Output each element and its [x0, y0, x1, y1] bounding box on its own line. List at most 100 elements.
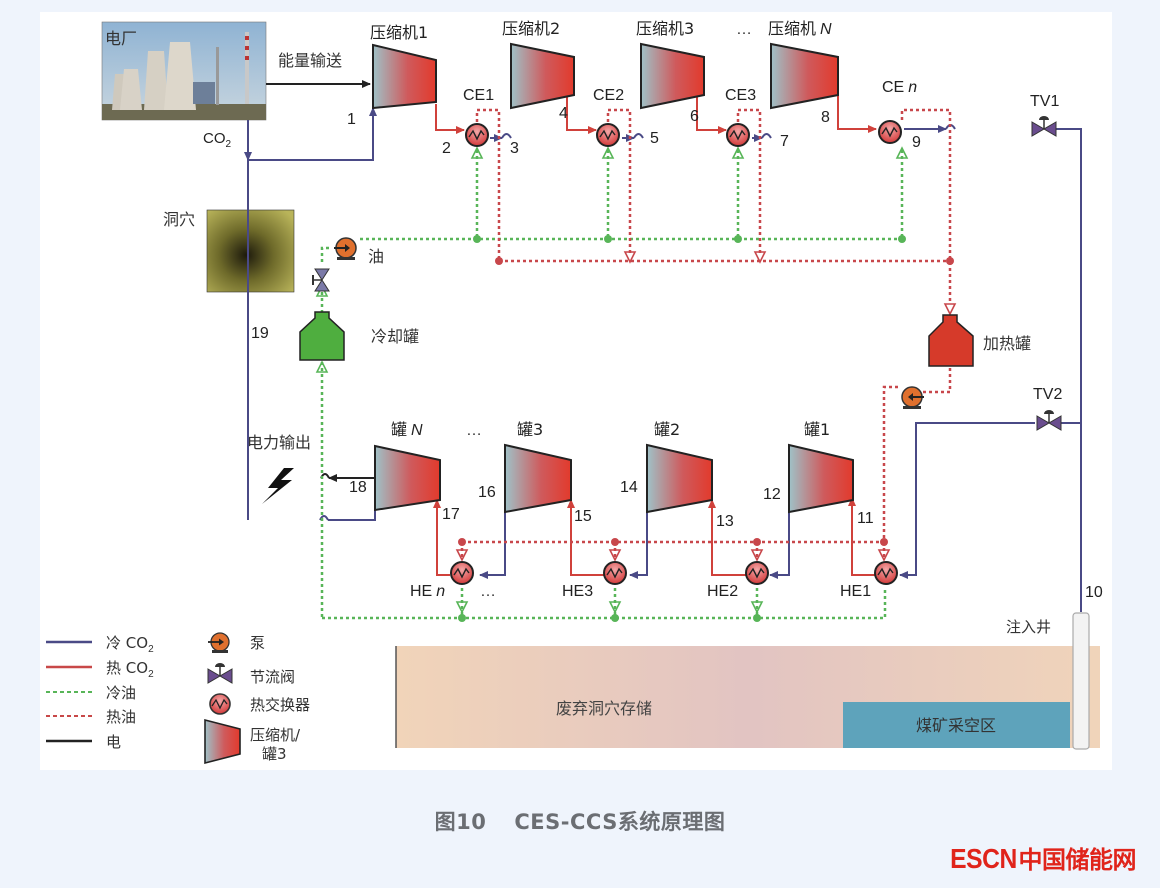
heater-he2[interactable]: HE2: [707, 561, 769, 600]
figure-caption: 图10 CES-CCS系统原理图: [0, 806, 1160, 836]
state-point: 3: [510, 140, 519, 157]
tank-1[interactable]: 罐1: [788, 420, 854, 514]
cooler-ce3-label: CE3: [725, 87, 756, 104]
oil-pump-hot[interactable]: [901, 386, 924, 409]
hot-oil-junctions: [458, 257, 954, 546]
heater-he1-label: HE1: [840, 583, 871, 600]
injection-well-label: 注入井: [1006, 618, 1051, 636]
tank-2[interactable]: 罐2: [646, 420, 713, 514]
figure-title: CES-CCS系统原理图: [514, 810, 726, 834]
tv1-label: TV1: [1030, 93, 1059, 110]
state-points: 1 2 3 4 5 6 7 8 9 10 11 12 13 14 15 16 1…: [251, 105, 1103, 601]
lightning-icon: [262, 468, 294, 504]
cooler-ce2[interactable]: CE2: [593, 87, 624, 147]
svg-text:冷 CO2: 冷 CO2: [106, 634, 154, 655]
heater-he1[interactable]: HE1: [840, 561, 898, 600]
compressor-2[interactable]: 压缩机2: [502, 19, 575, 110]
state-point: 13: [716, 513, 734, 530]
svg-text:节流阀: 节流阀: [250, 668, 295, 686]
legend-item-hot-oil: 热油: [46, 708, 136, 726]
state-point: 15: [574, 508, 592, 525]
heat-exchanger-icon: [209, 693, 231, 715]
heater-he3[interactable]: HE3: [562, 561, 627, 600]
tank-ellipsis: …: [466, 422, 482, 439]
heating-tank-label: 加热罐: [983, 334, 1031, 353]
oil-pump-cold[interactable]: 油: [334, 237, 384, 266]
state-point: 11: [857, 510, 874, 527]
legend-item-hot-co2: 热 CO2: [46, 659, 154, 680]
legend-heat-exchanger: 热交换器: [209, 693, 310, 715]
state-point: 19: [251, 325, 269, 342]
state-point: 9: [912, 134, 921, 151]
oil-label: 油: [368, 247, 384, 266]
legend-pump: 泵: [208, 632, 265, 653]
compressor-icon: [204, 718, 241, 765]
cooler-ce1[interactable]: CE1: [463, 87, 494, 147]
state-point: 12: [763, 486, 781, 503]
compressor-3[interactable]: 压缩机3: [636, 19, 705, 110]
tank-1-label: 罐1: [804, 420, 830, 439]
power-plant-label: 电厂: [105, 29, 137, 48]
power-output: 电力输出: [247, 433, 311, 504]
hot-oil-arrows: [455, 251, 957, 562]
legend-throttle-valve: 节流阀: [207, 663, 295, 686]
coal-goaf-label: 煤矿采空区: [916, 716, 996, 735]
svg-text:热交换器: 热交换器: [250, 696, 310, 714]
coal-goaf: [843, 702, 1070, 748]
power-output-label: 电力输出: [247, 433, 311, 452]
ces-ccs-schematic: 废弃洞穴存储 煤矿采空区 注入井 电厂 洞穴: [46, 19, 1103, 765]
tank-3-label: 罐3: [517, 420, 543, 439]
legend-compressor: 压缩机/ 罐3: [204, 718, 301, 765]
state-point: 10: [1085, 584, 1103, 601]
pump-icon: [208, 632, 230, 653]
heater-he3-label: HE3: [562, 583, 593, 600]
state-point: 8: [821, 109, 830, 126]
cave: 洞穴: [163, 209, 295, 293]
cooler-ce2-label: CE2: [593, 87, 624, 104]
energy-transfer-label: 能量输送: [278, 51, 342, 70]
storage-area: 废弃洞穴存储 煤矿采空区 注入井: [395, 612, 1100, 750]
oil-throttle-valve[interactable]: [312, 268, 330, 292]
cold-oil-arrows: [315, 146, 909, 614]
state-point: 5: [650, 130, 659, 147]
svg-text:罐3: 罐3: [262, 745, 287, 763]
legend-item-cold-co2: 冷 CO2: [46, 634, 154, 655]
diagram-canvas: 废弃洞穴存储 煤矿采空区 注入井 电厂 洞穴: [40, 12, 1112, 770]
state-point: 17: [442, 506, 460, 523]
state-point: 1: [347, 111, 356, 128]
cold-oil-junctions: [458, 235, 906, 622]
throttle-valve-tv1[interactable]: TV1: [1030, 93, 1059, 137]
cooling-tank[interactable]: 冷却罐: [299, 311, 419, 361]
heating-tank[interactable]: 加热罐: [928, 314, 1031, 367]
cooler-ce3[interactable]: CE3: [725, 87, 756, 147]
cooling-tank-label: 冷却罐: [371, 327, 419, 346]
injection-well: [1072, 612, 1090, 750]
svg-text:泵: 泵: [250, 634, 265, 652]
state-point: 4: [559, 105, 568, 122]
logo-latin: ESCN: [949, 843, 1017, 874]
legend: 冷 CO2 热 CO2 冷油 热油 电 泵: [46, 632, 310, 765]
compressor-2-label: 压缩机2: [502, 19, 560, 38]
state-point: 16: [478, 484, 496, 501]
hot-co2-lines: [433, 92, 877, 576]
svg-text:电: 电: [106, 733, 121, 751]
compressor-1[interactable]: 压缩机1: [370, 23, 437, 110]
svg-text:冷油: 冷油: [106, 684, 136, 702]
logo-cjk: 中国储能网: [1018, 846, 1137, 874]
throttle-valve-tv2[interactable]: TV2: [1033, 386, 1062, 431]
heater-ellipsis: …: [480, 583, 496, 600]
state-point: 7: [780, 133, 789, 150]
escn-logo[interactable]: ESCN中国储能网: [941, 840, 1137, 875]
tank-3[interactable]: 罐3: [504, 420, 572, 514]
figure-number: 图10: [434, 810, 487, 834]
cooler-ce1-label: CE1: [463, 87, 494, 104]
cavern-storage-label: 废弃洞穴存储: [556, 699, 652, 718]
state-point: 14: [620, 479, 638, 496]
